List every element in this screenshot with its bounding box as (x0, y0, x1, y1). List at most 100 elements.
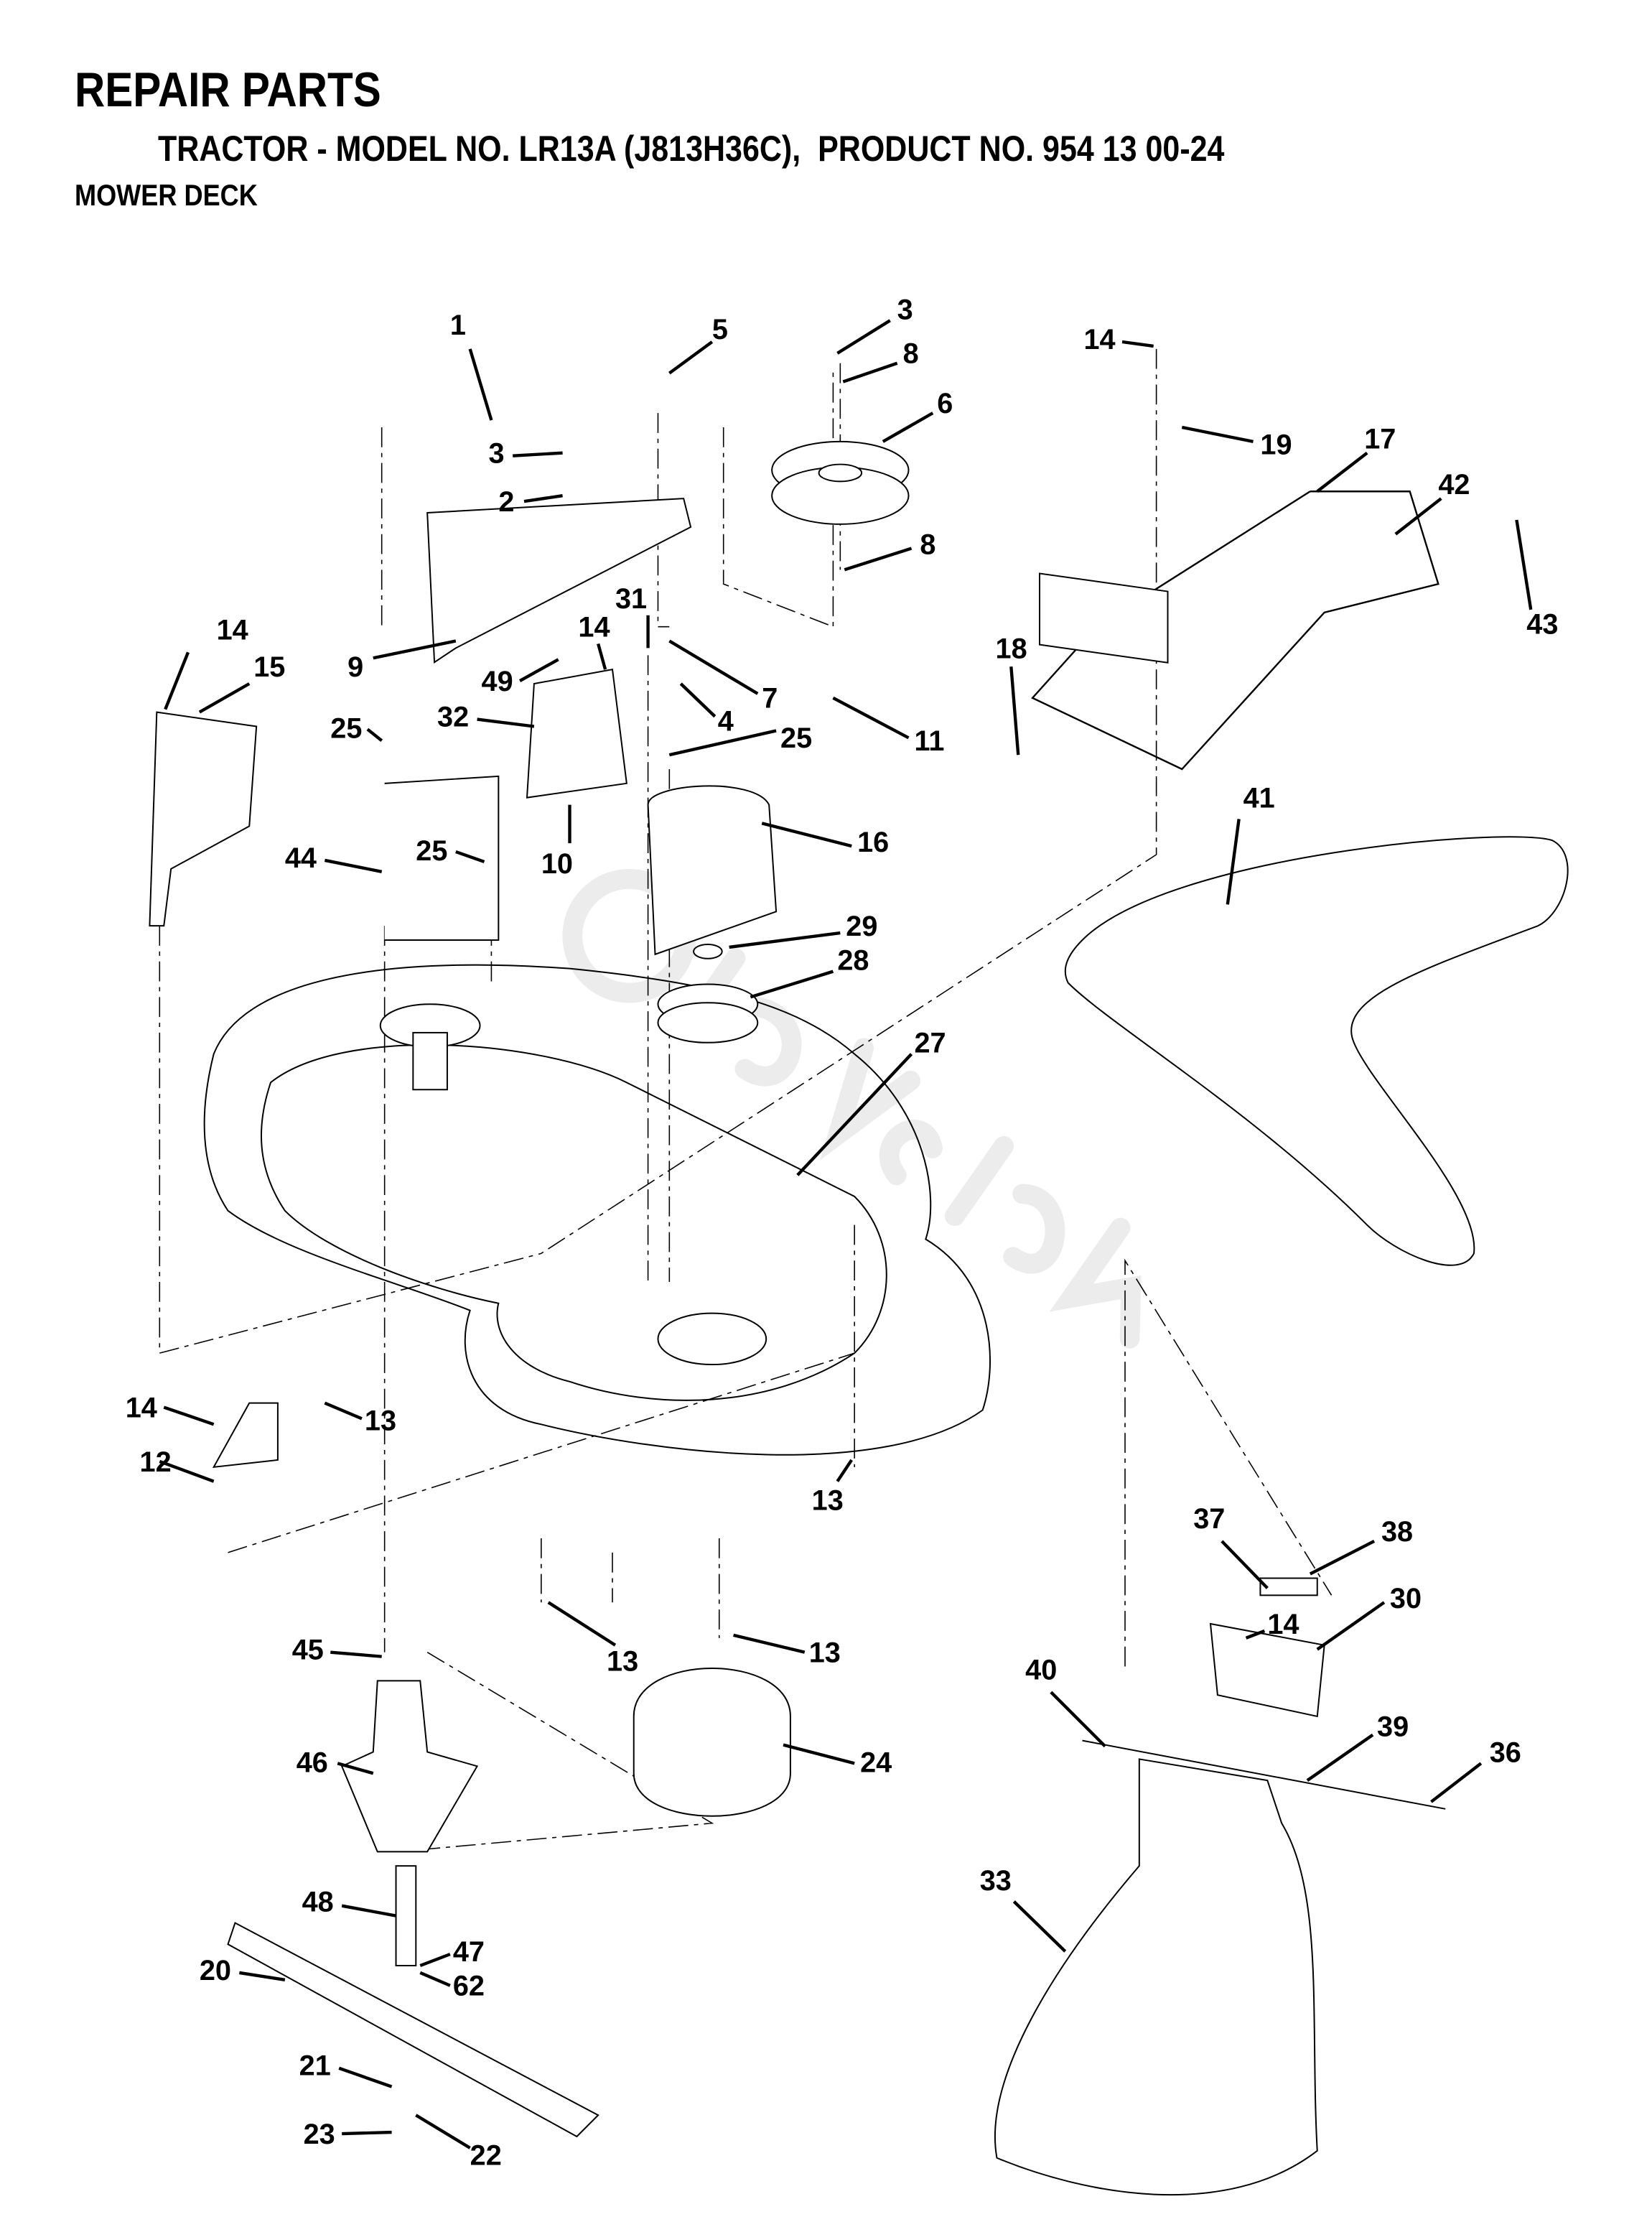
idler-pulley-6 (771, 440, 910, 525)
part-number-label: 20 (200, 1955, 231, 1986)
leader-line (198, 682, 251, 714)
part-number-label: 9 (347, 651, 363, 683)
leader-line (523, 494, 563, 503)
callout-14: 14 (126, 1392, 215, 1426)
callout-31: 31 (615, 583, 650, 649)
part-number-label: 23 (304, 2119, 335, 2150)
part-number-label: 33 (980, 1865, 1012, 1897)
callout-29: 29 (729, 911, 877, 949)
callout-4: 4 (679, 682, 734, 737)
part-number-label: 25 (330, 712, 362, 744)
part-number-label: 13 (809, 1637, 841, 1669)
part-number-label: 25 (780, 722, 812, 754)
callout-28: 28 (750, 945, 869, 999)
part-number-label: 30 (1390, 1583, 1422, 1614)
part-number-label: 3 (488, 438, 504, 470)
part-number-label: 31 (615, 583, 647, 615)
leader-line (419, 1971, 451, 1987)
leader-line (844, 547, 913, 572)
leader-line (668, 340, 714, 375)
callout-25: 25 (416, 835, 485, 867)
callout-13: 13 (812, 1459, 854, 1516)
leader-line (750, 970, 834, 999)
part-number-label: 15 (253, 651, 285, 683)
callout-12: 12 (140, 1446, 215, 1483)
callout-18: 18 (996, 633, 1027, 756)
leader-line (337, 1762, 374, 1775)
callout-48: 48 (302, 1887, 396, 1918)
callout-17: 17 (1316, 424, 1396, 493)
callout-13: 13 (733, 1633, 841, 1669)
leader-line (164, 651, 190, 710)
leader-line (1226, 819, 1241, 905)
callout-11: 11 (832, 696, 944, 757)
leader-line (1009, 666, 1020, 756)
bracket-parts (149, 498, 1325, 2138)
callout-5: 5 (668, 314, 728, 375)
leader-line (836, 1459, 854, 1482)
part-number-label: 8 (903, 338, 919, 370)
part-number-label: 5 (712, 314, 728, 345)
part-number-label: 39 (1377, 1711, 1409, 1743)
part-number-label: 14 (1267, 1609, 1299, 1640)
part-number-label: 14 (126, 1392, 157, 1423)
assembly-lines (159, 348, 1333, 1853)
callout-1: 1 (450, 310, 493, 421)
part-number-label: 48 (302, 1887, 334, 1918)
leader-line (842, 361, 898, 383)
callout-38: 38 (1309, 1516, 1413, 1576)
leader-line (163, 1405, 215, 1426)
callout-14: 14 (164, 615, 248, 710)
callout-20: 20 (200, 1955, 286, 1986)
leader-line (1221, 1540, 1269, 1589)
page-title: REPAIR PARTS (75, 62, 381, 117)
callout-9: 9 (347, 639, 457, 683)
lift-frame-17 (1031, 491, 1439, 771)
part-number-label: 13 (812, 1484, 844, 1516)
callout-16: 16 (761, 822, 889, 858)
leader-line (1050, 1691, 1106, 1748)
callout-37: 37 (1193, 1503, 1269, 1589)
callout-42: 42 (1394, 469, 1470, 536)
leader-line (419, 1953, 451, 1968)
part-number-label: 45 (292, 1635, 324, 1666)
callout-21: 21 (299, 2050, 393, 2088)
part-number-label: 25 (416, 835, 447, 867)
leader-line (679, 682, 717, 718)
part-number-label: 6 (937, 388, 953, 419)
leader-line (513, 451, 563, 457)
part-number-label: 13 (607, 1645, 638, 1677)
callout-46: 46 (297, 1747, 374, 1778)
leader-line (668, 639, 759, 695)
leader-line (836, 319, 891, 355)
leader-line (597, 643, 607, 670)
callout-27: 27 (796, 1028, 946, 1176)
part-number-label: 44 (285, 842, 317, 874)
callout-6: 6 (882, 388, 953, 443)
belt-41 (1064, 836, 1569, 1266)
part-number-label: 2 (498, 486, 514, 518)
part-number-label: 36 (1490, 1737, 1521, 1768)
part-number-label: 29 (846, 911, 877, 942)
leader-line (1515, 519, 1533, 610)
part-number-label: 28 (837, 945, 869, 977)
callout-3: 3 (488, 438, 563, 470)
leader-line (239, 1971, 286, 1981)
leader-line (342, 2130, 392, 2136)
callout-24: 24 (783, 1743, 892, 1778)
callout-47: 47 (419, 1936, 485, 1968)
leader-line (159, 1459, 215, 1483)
leader-line (832, 696, 910, 740)
part-number-label: 14 (578, 612, 610, 643)
callout-10: 10 (541, 804, 573, 880)
part-number-label: 49 (482, 666, 513, 697)
callout-22: 22 (415, 2114, 502, 2172)
callout-3: 3 (836, 294, 913, 355)
callout-25: 25 (330, 712, 383, 744)
leader-line (729, 931, 841, 949)
part-number-label: 12 (140, 1446, 172, 1478)
leader-line (1121, 340, 1154, 348)
leader-line (324, 858, 383, 873)
part-number-label: 22 (470, 2140, 502, 2172)
